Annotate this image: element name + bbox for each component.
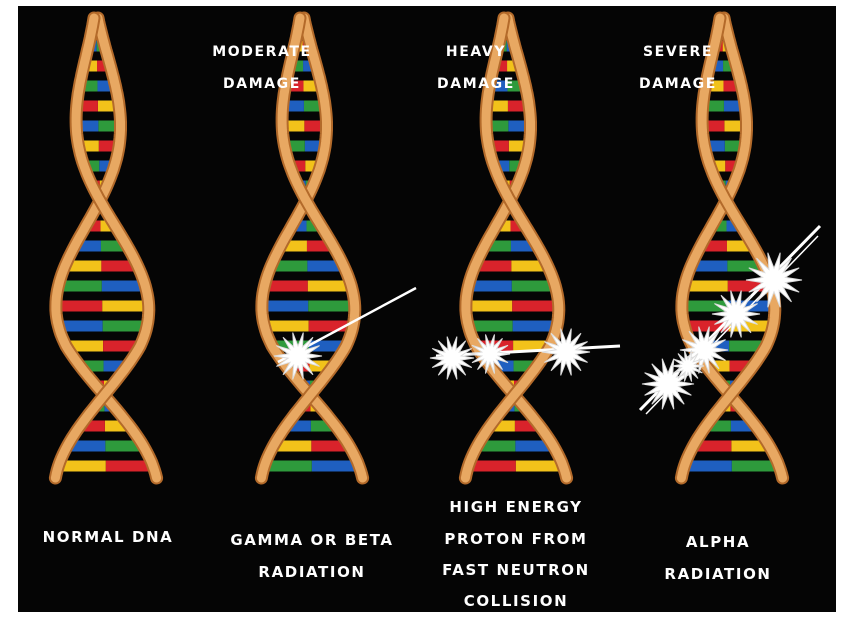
caption-proton-line-4: COLLISION xyxy=(464,592,569,610)
damage-label-severe-line-1: SEVERE xyxy=(643,44,713,60)
caption-alpha-line-2: RADIATION xyxy=(664,565,771,583)
damage-label-heavy-line-1: HEAVY xyxy=(446,44,506,60)
damage-label-moderate-line-2: DAMAGE xyxy=(223,76,301,92)
caption-proton-line-3: FAST NEUTRON xyxy=(442,561,590,579)
caption-proton-line-1: HIGH ENERGY xyxy=(449,498,582,516)
caption-proton-line-2: PROTON FROM xyxy=(444,530,587,548)
damage-label-moderate-line-1: MODERATE xyxy=(212,44,311,60)
caption-normal-line-1: NORMAL DNA xyxy=(43,528,174,546)
caption-gamma-line-2: RADIATION xyxy=(258,563,365,581)
caption-alpha-line-1: ALPHA xyxy=(686,533,750,551)
caption-gamma-line-1: GAMMA OR BETA xyxy=(230,531,393,549)
damage-label-severe-line-2: DAMAGE xyxy=(639,76,717,92)
damage-label-heavy-line-2: DAMAGE xyxy=(437,76,515,92)
